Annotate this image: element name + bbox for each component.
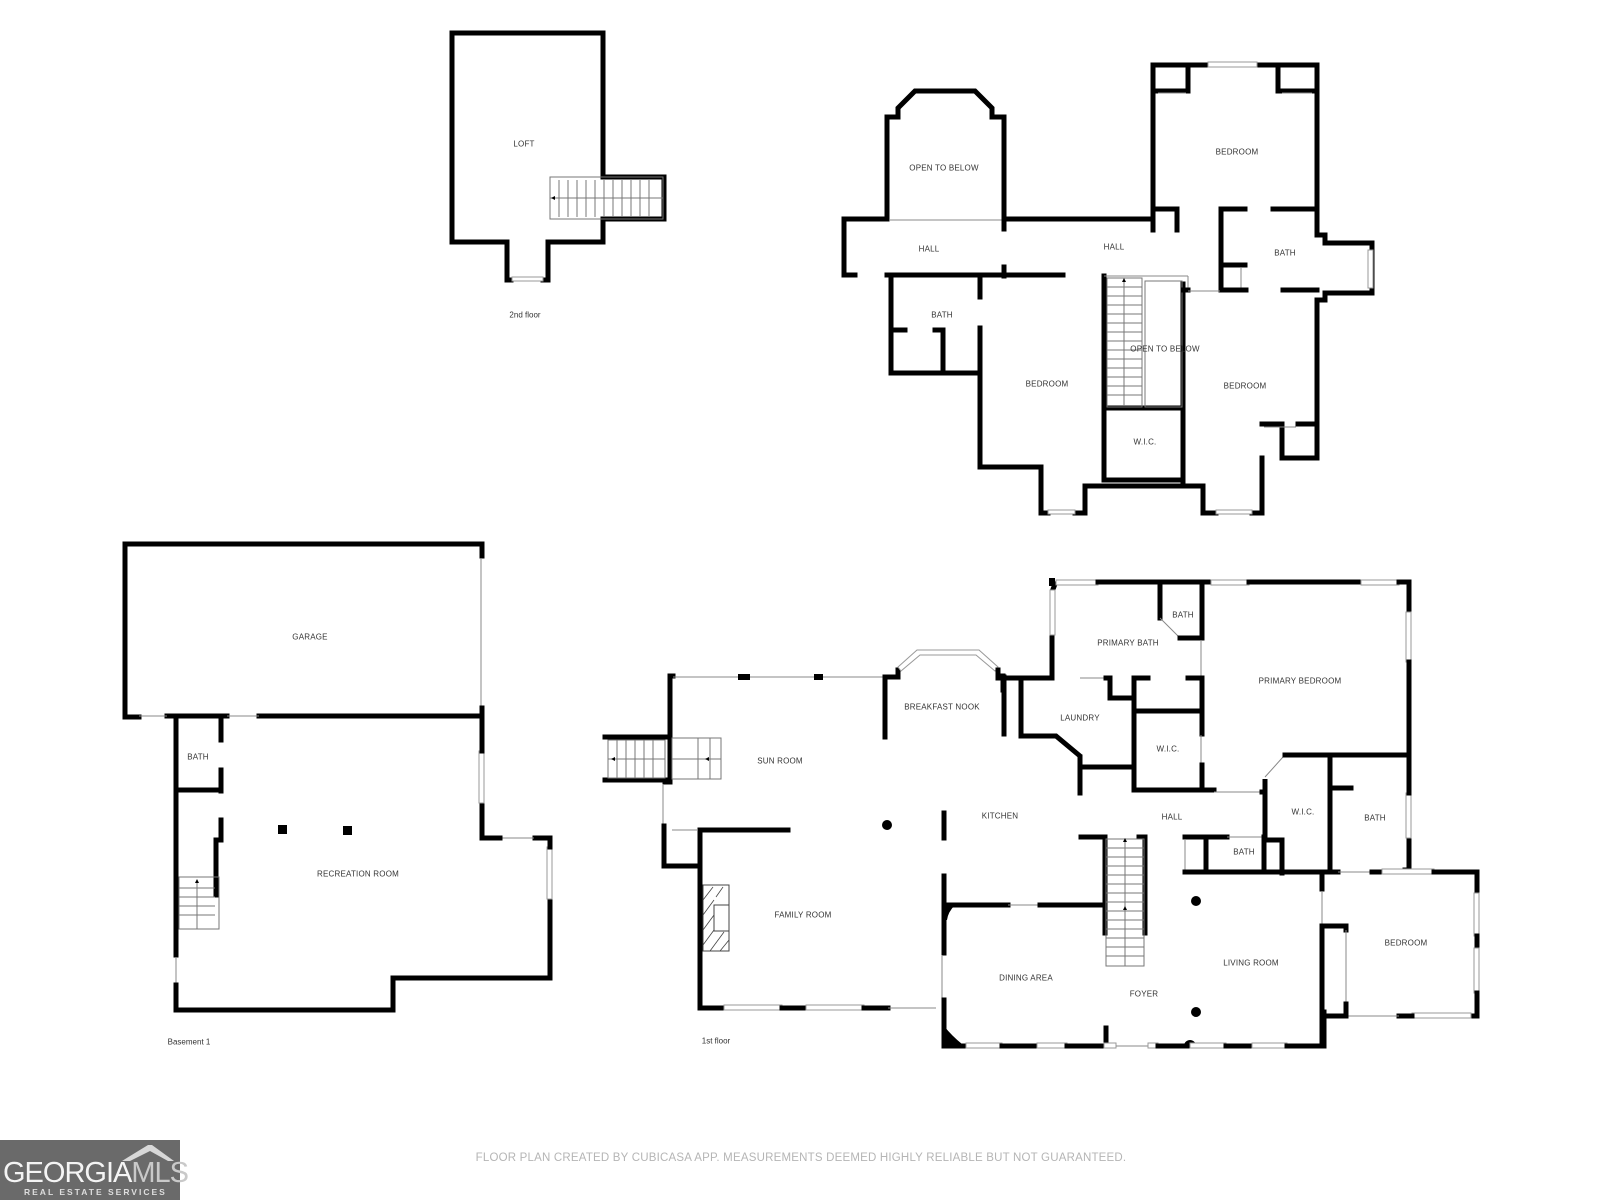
georgia-mls-logo: GEORGIAMLS REAL ESTATE SERVICES — [0, 1140, 189, 1200]
support-post — [343, 826, 352, 835]
fireplace — [702, 884, 730, 952]
column — [1191, 1007, 1201, 1017]
room-label-bath: BATH — [1274, 248, 1296, 258]
upper-stair — [1106, 277, 1183, 408]
room-label-bath: BATH — [1233, 847, 1255, 857]
room-label-open-to-below: OPEN TO BELOW — [1130, 344, 1200, 354]
room-label-wic: W.I.C. — [1133, 437, 1157, 447]
room-label-family-room: FAMILY ROOM — [774, 910, 832, 920]
floor-label-basement: Basement 1 — [167, 1037, 211, 1047]
loft-plan — [449, 30, 667, 283]
room-label-bath: BATH — [1172, 610, 1194, 620]
room-label-foyer: FOYER — [1129, 989, 1159, 999]
room-label-hall: HALL — [1103, 242, 1125, 252]
room-label-kitchen: KITCHEN — [981, 811, 1019, 821]
room-label-wic: W.I.C. — [1291, 807, 1315, 817]
room-label-bedroom: BEDROOM — [1384, 938, 1428, 948]
support-post — [278, 825, 287, 834]
room-label-primary-bath: PRIMARY BATH — [1097, 638, 1159, 648]
room-label-sun-room: SUN ROOM — [757, 756, 803, 766]
room-label-living-room: LIVING ROOM — [1223, 958, 1279, 968]
room-label-loft: LOFT — [513, 139, 535, 149]
room-label-hall: HALL — [1161, 812, 1183, 822]
floor-label-1st-floor: 1st floor — [701, 1036, 731, 1046]
room-label-bedroom: BEDROOM — [1223, 381, 1267, 391]
room-label-bath: BATH — [1364, 813, 1386, 823]
room-label-primary-bedroom: PRIMARY BEDROOM — [1258, 676, 1342, 686]
disclaimer-text: FLOOR PLAN CREATED BY CUBICASA APP. MEAS… — [475, 1152, 1127, 1164]
room-label-laundry: LAUNDRY — [1060, 713, 1100, 723]
floor-label-2nd-floor: 2nd floor — [509, 310, 541, 320]
logo-brand-primary: GEORGIA — [3, 1157, 132, 1189]
logo-tagline: REAL ESTATE SERVICES — [24, 1187, 167, 1197]
room-label-hall: HALL — [918, 244, 940, 254]
loft-stair — [549, 176, 664, 220]
column — [1191, 896, 1201, 906]
basement-plan — [122, 541, 553, 1013]
room-label-open-to-below: OPEN TO BELOW — [909, 163, 979, 173]
upper-floor-plan — [841, 61, 1375, 516]
room-label-dining-area: DINING AREA — [999, 973, 1053, 983]
room-label-breakfast-nook: BREAKFAST NOOK — [904, 702, 980, 712]
room-label-wic: W.I.C. — [1156, 744, 1180, 754]
room-label-bath: BATH — [931, 310, 953, 320]
main-stair — [1105, 838, 1145, 967]
basement-stair — [178, 876, 220, 930]
sunroom-stair — [607, 737, 722, 780]
logo-brand-secondary: MLS — [131, 1157, 189, 1189]
room-label-recreation-room: RECREATION ROOM — [317, 869, 399, 879]
room-label-bath: BATH — [187, 752, 209, 762]
column — [882, 820, 892, 830]
room-label-bedroom: BEDROOM — [1025, 379, 1069, 389]
room-label-garage: GARAGE — [292, 632, 328, 642]
room-label-bedroom: BEDROOM — [1215, 147, 1259, 157]
logo-wordmark: GEORGIAMLS — [3, 1157, 189, 1190]
first-floor-plan — [602, 578, 1480, 1049]
roof-icon — [122, 1145, 174, 1161]
